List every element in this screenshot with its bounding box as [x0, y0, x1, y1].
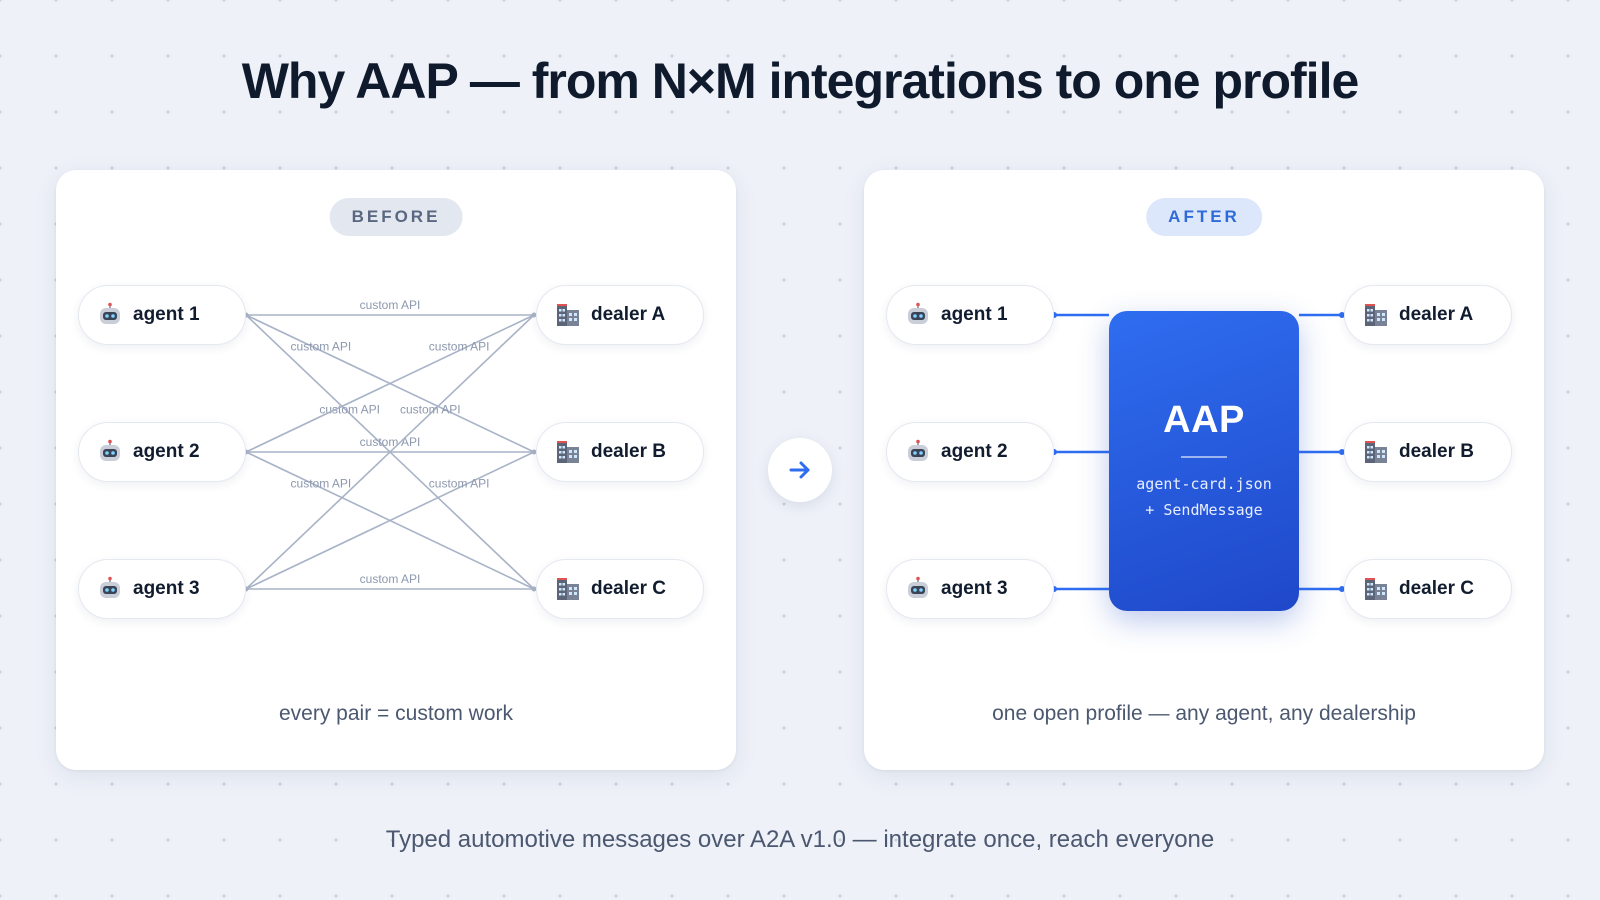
wire-endpoint — [531, 586, 537, 592]
hub-line-1: agent-card.json — [1136, 475, 1272, 493]
integration-wire — [245, 314, 535, 453]
node-label: dealer C — [1399, 578, 1474, 599]
before-agent-3: agent 3 — [78, 559, 246, 619]
after-dealer-b: dealer B — [1344, 422, 1512, 482]
robot-icon — [908, 439, 928, 461]
before-panel: custom API custom API custom API custom API… — [56, 170, 736, 770]
before-dealer-b: dealer B — [536, 422, 704, 482]
robot-icon — [908, 302, 928, 324]
integration-wire — [245, 314, 535, 590]
node-label: dealer B — [1399, 441, 1474, 462]
before-caption: every pair = custom work — [279, 702, 513, 725]
node-label: dealer B — [591, 441, 666, 462]
edge-label: custom API — [291, 477, 352, 491]
node-label: agent 2 — [133, 441, 200, 462]
edge-label: custom API — [291, 340, 352, 354]
node-label: dealer A — [1399, 304, 1474, 325]
building-icon — [1365, 441, 1387, 463]
integration-wire — [245, 451, 535, 590]
robot-icon — [908, 576, 928, 598]
transition-arrow — [768, 438, 832, 502]
spoke-endpoint — [1339, 449, 1345, 455]
before-wires: custom API custom API custom API custom API… — [243, 298, 537, 592]
after-dealer-a: dealer A — [1344, 285, 1512, 345]
page-title: Why AAP — from N×M integrations to one p… — [241, 53, 1360, 109]
after-dealer-c: dealer C — [1344, 559, 1512, 619]
after-agent-3: agent 3 — [886, 559, 1054, 619]
node-label: agent 3 — [941, 578, 1008, 599]
building-icon — [557, 578, 579, 600]
before-agent-1: agent 1 — [78, 285, 246, 345]
arrow-right-icon — [789, 461, 810, 479]
after-agent-1: agent 1 — [886, 285, 1054, 345]
footer-tagline: Typed automotive messages over A2A v1.0 … — [385, 826, 1215, 853]
edge-label: custom API — [400, 403, 461, 417]
node-label: agent 1 — [941, 304, 1008, 325]
after-agent-2: agent 2 — [886, 422, 1054, 482]
robot-icon — [100, 576, 120, 598]
robot-icon — [100, 439, 120, 461]
after-pill: AFTER — [1146, 198, 1262, 236]
building-icon — [1365, 578, 1387, 600]
node-label: agent 1 — [133, 304, 200, 325]
node-label: agent 3 — [133, 578, 200, 599]
edge-label: custom API — [429, 477, 490, 491]
aap-hub: AAP agent-card.json + SendMessage — [1109, 311, 1299, 611]
edge-label: custom API — [360, 572, 421, 586]
hub-divider — [1181, 456, 1227, 458]
robot-icon — [100, 302, 120, 324]
node-label: agent 2 — [941, 441, 1008, 462]
spoke-endpoint — [1339, 586, 1345, 592]
hub-line-2: + SendMessage — [1145, 501, 1263, 519]
hub-title: AAP — [1163, 399, 1245, 441]
after-caption: one open profile — any agent, any dealer… — [992, 702, 1416, 725]
edge-label: custom API — [360, 298, 421, 312]
before-agent-2: agent 2 — [78, 422, 246, 482]
building-icon — [557, 441, 579, 463]
edge-label: custom API — [429, 340, 490, 354]
spoke-endpoint — [1339, 312, 1345, 318]
building-icon — [1365, 304, 1387, 326]
before-dealer-c: dealer C — [536, 559, 704, 619]
after-panel: AFTER agent 1 agent 2 — [864, 170, 1544, 770]
before-pill: BEFORE — [329, 198, 463, 236]
after-wires — [1051, 312, 1345, 592]
edge-label: custom API — [360, 435, 421, 449]
before-dealer-a: dealer A — [536, 285, 704, 345]
building-icon — [557, 304, 579, 326]
node-label: dealer A — [591, 304, 666, 325]
node-label: dealer C — [591, 578, 666, 599]
edge-label: custom API — [319, 403, 380, 417]
